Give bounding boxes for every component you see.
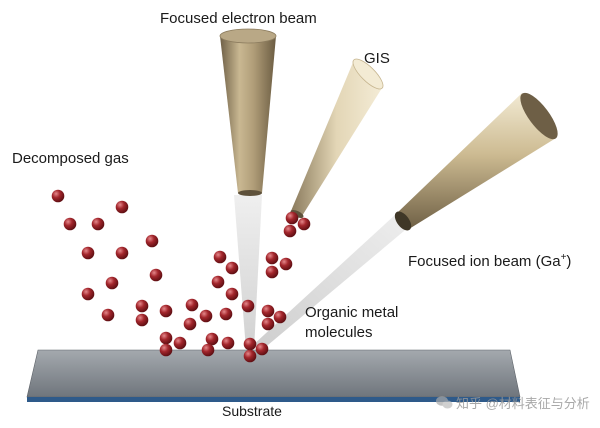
electron-beam-nozzle	[219, 28, 277, 196]
molecule	[213, 250, 227, 264]
molecule	[211, 275, 225, 289]
molecule	[159, 343, 173, 357]
molecule	[261, 304, 275, 318]
molecule	[115, 200, 129, 214]
molecule	[105, 276, 119, 290]
molecule	[243, 337, 257, 351]
ion-beam	[252, 214, 410, 350]
molecule	[183, 317, 197, 331]
molecule	[145, 234, 159, 248]
molecule	[285, 211, 299, 225]
molecule	[265, 251, 279, 265]
molecule	[225, 261, 239, 275]
molecule	[91, 217, 105, 231]
molecule	[101, 308, 115, 322]
molecule	[273, 310, 287, 324]
electron-beam-label: Focused electron beam	[160, 10, 317, 27]
molecule	[221, 336, 235, 350]
ion-beam-nozzle	[394, 92, 558, 231]
molecule	[149, 268, 163, 282]
organic-label-line1: Organic metal	[305, 304, 399, 321]
molecule	[81, 287, 95, 301]
molecule	[265, 265, 279, 279]
molecule-group	[51, 189, 311, 363]
organic-label-line2: molecules	[305, 324, 373, 341]
molecule	[219, 307, 233, 321]
molecule	[135, 299, 149, 313]
molecule	[51, 189, 65, 203]
ion-beam-label-close: )	[566, 253, 572, 270]
gis-nozzle	[290, 58, 384, 219]
substrate-label: Substrate	[222, 403, 282, 419]
watermark-text: 知乎 @材料表征与分析	[456, 396, 590, 411]
substrate	[26, 349, 521, 402]
molecule	[279, 257, 293, 271]
molecule	[135, 313, 149, 327]
molecule	[185, 298, 199, 312]
decomposed-gas-label: Decomposed gas	[12, 150, 129, 167]
molecule	[159, 331, 173, 345]
ion-beam-label-main: Focused ion beam (Ga	[408, 253, 561, 270]
molecule	[241, 299, 255, 313]
molecule	[201, 343, 215, 357]
molecule	[205, 332, 219, 346]
molecule	[81, 246, 95, 260]
organic-molecules-label: Organic metal molecules	[305, 303, 398, 343]
molecule	[297, 217, 311, 231]
molecule	[225, 287, 239, 301]
molecule	[243, 349, 257, 363]
watermark: 知乎 @材料表征与分析	[436, 393, 590, 412]
ion-beam-label: Focused ion beam (Ga+)	[408, 248, 571, 271]
electron-beam	[234, 195, 262, 350]
ion-beam-label-charge: +	[560, 252, 567, 263]
molecule	[115, 246, 129, 260]
molecule	[255, 342, 269, 356]
molecule	[159, 304, 173, 318]
molecule	[199, 309, 213, 323]
molecule	[63, 217, 77, 231]
gis-label: GIS	[364, 50, 390, 67]
wechat-icon	[436, 396, 453, 409]
molecule	[173, 336, 187, 350]
molecule	[283, 224, 297, 238]
molecule	[261, 317, 275, 331]
